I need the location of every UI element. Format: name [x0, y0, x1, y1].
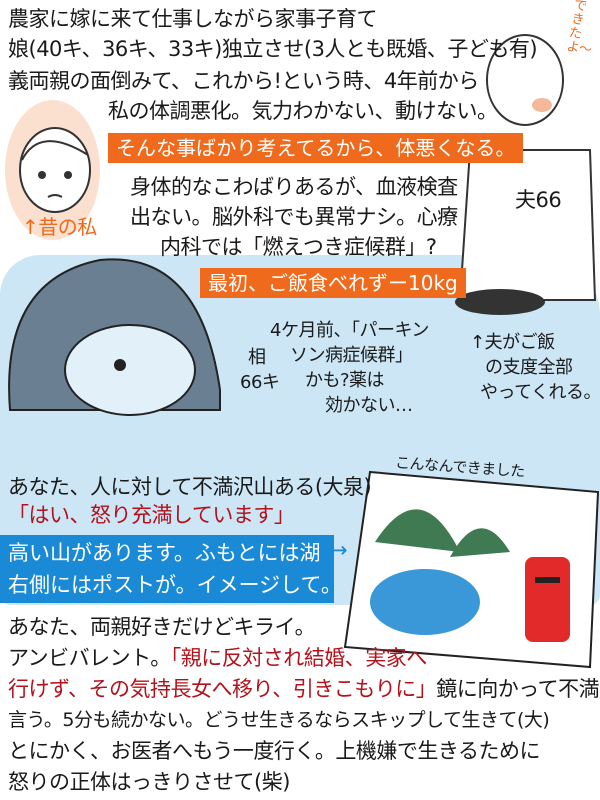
- speech-bubble-orange: そんな事ばかり考えてるから、体悪くなる。: [108, 133, 524, 163]
- bottom-line: 言う。5分も続かない。どうせ生きるならスキップして生きて(大): [8, 709, 550, 731]
- husband-note-line: ↑夫がご飯: [470, 332, 555, 353]
- consultant-label: 66キ: [240, 372, 280, 393]
- parkinson-line: かも?薬は: [305, 370, 385, 391]
- reply-line: 「はい、怒り充満しています」: [8, 503, 295, 527]
- husband-illustration: [455, 34, 597, 315]
- bottom-line: 怒りの正体はっきりさせて(柴): [8, 770, 290, 794]
- patient-drawing: [343, 470, 600, 669]
- symptoms-line: 身体的なこわばりあるが、血液検査: [130, 175, 458, 199]
- past-me-label: ↑昔の私: [22, 215, 97, 239]
- parkinson-line: 効かない…: [325, 395, 413, 416]
- bottom-line: アンビバレント。「親に反対され結婚、実家へ: [8, 646, 427, 670]
- husband-note-line: の支度全部: [485, 357, 573, 378]
- intro-line: 娘(40キ、36キ、33キ)独立させ(3人とも既婚、子ども有): [8, 37, 538, 61]
- blue-instruction-box: 高い山があります。ふもとには湖 右側にはポストが。イメージして。: [0, 535, 342, 603]
- consultant-illustration: [8, 258, 221, 416]
- husband-note-line: やってくれる。: [480, 382, 600, 403]
- parkinson-line: 4ケ月前、「パーキン: [270, 320, 429, 341]
- instruction-line: 右側にはポストが。イメージして。: [8, 573, 342, 597]
- symptoms-line: 内科では「燃えつき症候群」?: [160, 235, 437, 259]
- bottom-line: とにかく、お医者へもう一度行く。上機嫌で生きるために: [8, 739, 540, 763]
- intro-line: 農家に嫁に来て仕事しながら家事子育て: [8, 7, 378, 31]
- past-me-illustration: [19, 127, 91, 213]
- consultant-label: 相: [248, 347, 266, 368]
- intro-line: 義両親の面倒みて、これから!という時、4年前から: [8, 69, 479, 93]
- symptoms-line: 出ない。脳外科でも異常ナシ。心療: [130, 205, 458, 229]
- intro-line: 私の体調悪化。気力わかない、動けない。: [108, 99, 498, 123]
- answer-line: あなた、人に対して不満沢山ある(大泉): [8, 475, 372, 499]
- speech-bubble-orange: 最初、ご飯食べれずー10kg: [200, 268, 466, 298]
- bottom-line: あなた、両親好きだけどキライ。: [8, 615, 316, 639]
- husband-label: 夫66: [515, 188, 562, 212]
- parkinson-line: ソン病症候群」: [290, 345, 413, 366]
- bottom-line: 行けず、その気持長女へ移り、引きこもりに」鏡に向かって不満: [8, 677, 600, 701]
- arrow-icon: →: [330, 538, 348, 562]
- instruction-line: 高い山があります。ふもとには湖: [8, 541, 321, 565]
